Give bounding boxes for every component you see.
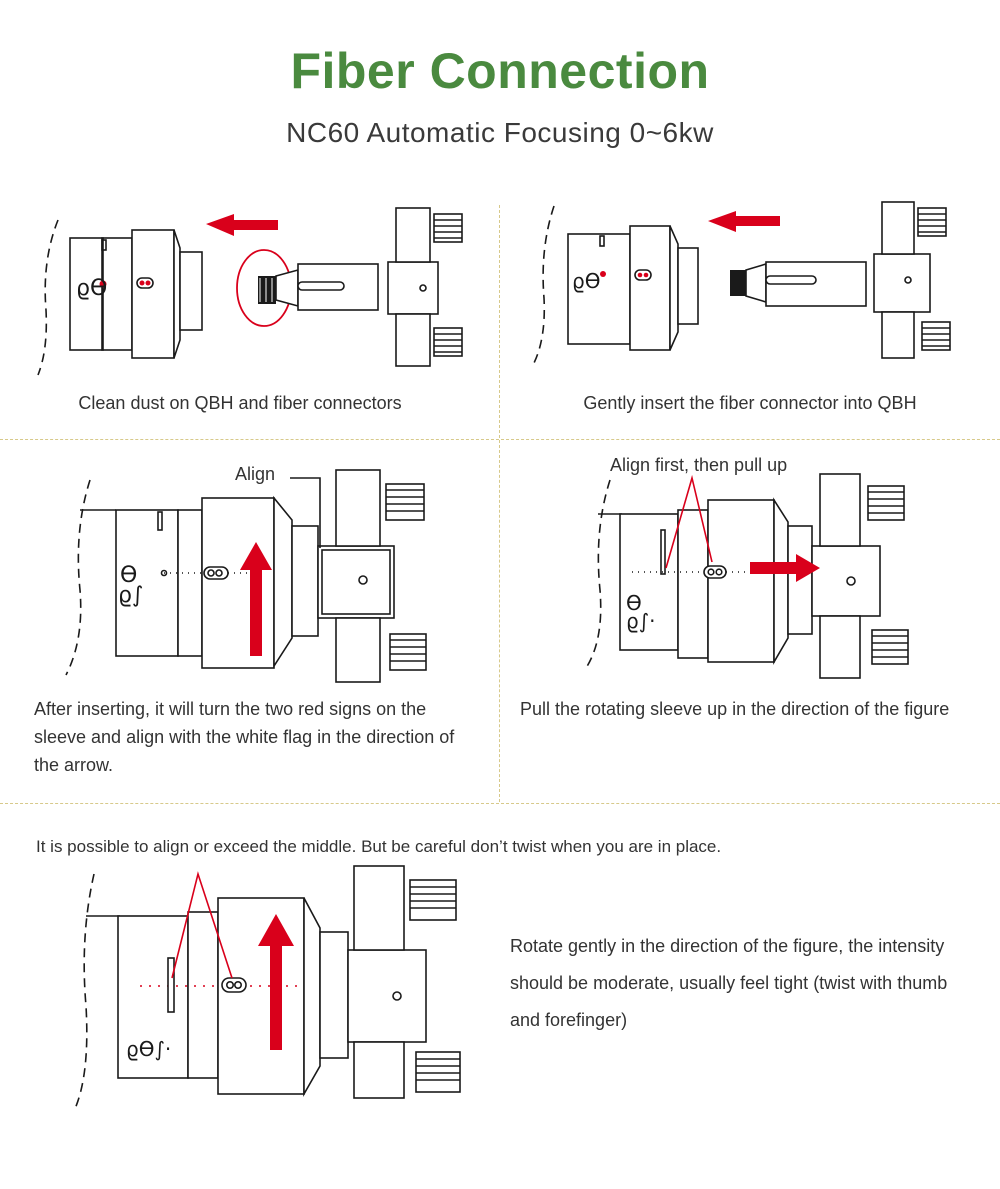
svg-text:ϱƟ∫·: ϱƟ∫· [126, 1037, 171, 1061]
step4-align-label: Align first, then pull up [610, 455, 788, 475]
page-subtitle: NC60 Automatic Focusing 0~6kw [286, 117, 714, 148]
step1-caption: Clean dust on QBH and fiber connectors [78, 393, 402, 413]
final-note: It is possible to align or exceed the mi… [36, 837, 722, 856]
svg-text:Ɵ: Ɵ [120, 563, 137, 588]
divider-vertical-mid [499, 440, 500, 802]
step3-caption: After inserting, it will turn the two re… [34, 699, 455, 775]
final-caption: Rotate gently in the direction of the fi… [510, 936, 948, 1030]
step4-caption: Pull the rotating sleeve up in the direc… [520, 699, 950, 719]
step3-illustration: Ɵ ϱ∫ [65, 469, 427, 683]
step2-caption: Gently insert the fiber connector into Q… [583, 393, 917, 413]
page-title: Fiber Connection [290, 43, 710, 99]
divider-vertical-top [499, 205, 500, 438]
step1-illustration: ϱƟ [37, 207, 463, 376]
step3-align-label: Align [235, 464, 276, 484]
step4-illustration: Ɵ ϱ∫· [585, 473, 909, 679]
step2-illustration: ϱƟ [533, 201, 951, 364]
final-illustration: ϱƟ∫· [73, 865, 461, 1112]
svg-text:Ɵ: Ɵ [626, 591, 642, 615]
divider-horizontal-1 [0, 439, 1000, 440]
svg-text:ϱ∫: ϱ∫ [118, 583, 143, 608]
svg-text:ϱƟ: ϱƟ [76, 276, 107, 301]
divider-horizontal-2 [0, 803, 1000, 804]
svg-text:ϱƟ: ϱƟ [572, 269, 600, 293]
svg-text:ϱ∫·: ϱ∫· [626, 609, 655, 633]
